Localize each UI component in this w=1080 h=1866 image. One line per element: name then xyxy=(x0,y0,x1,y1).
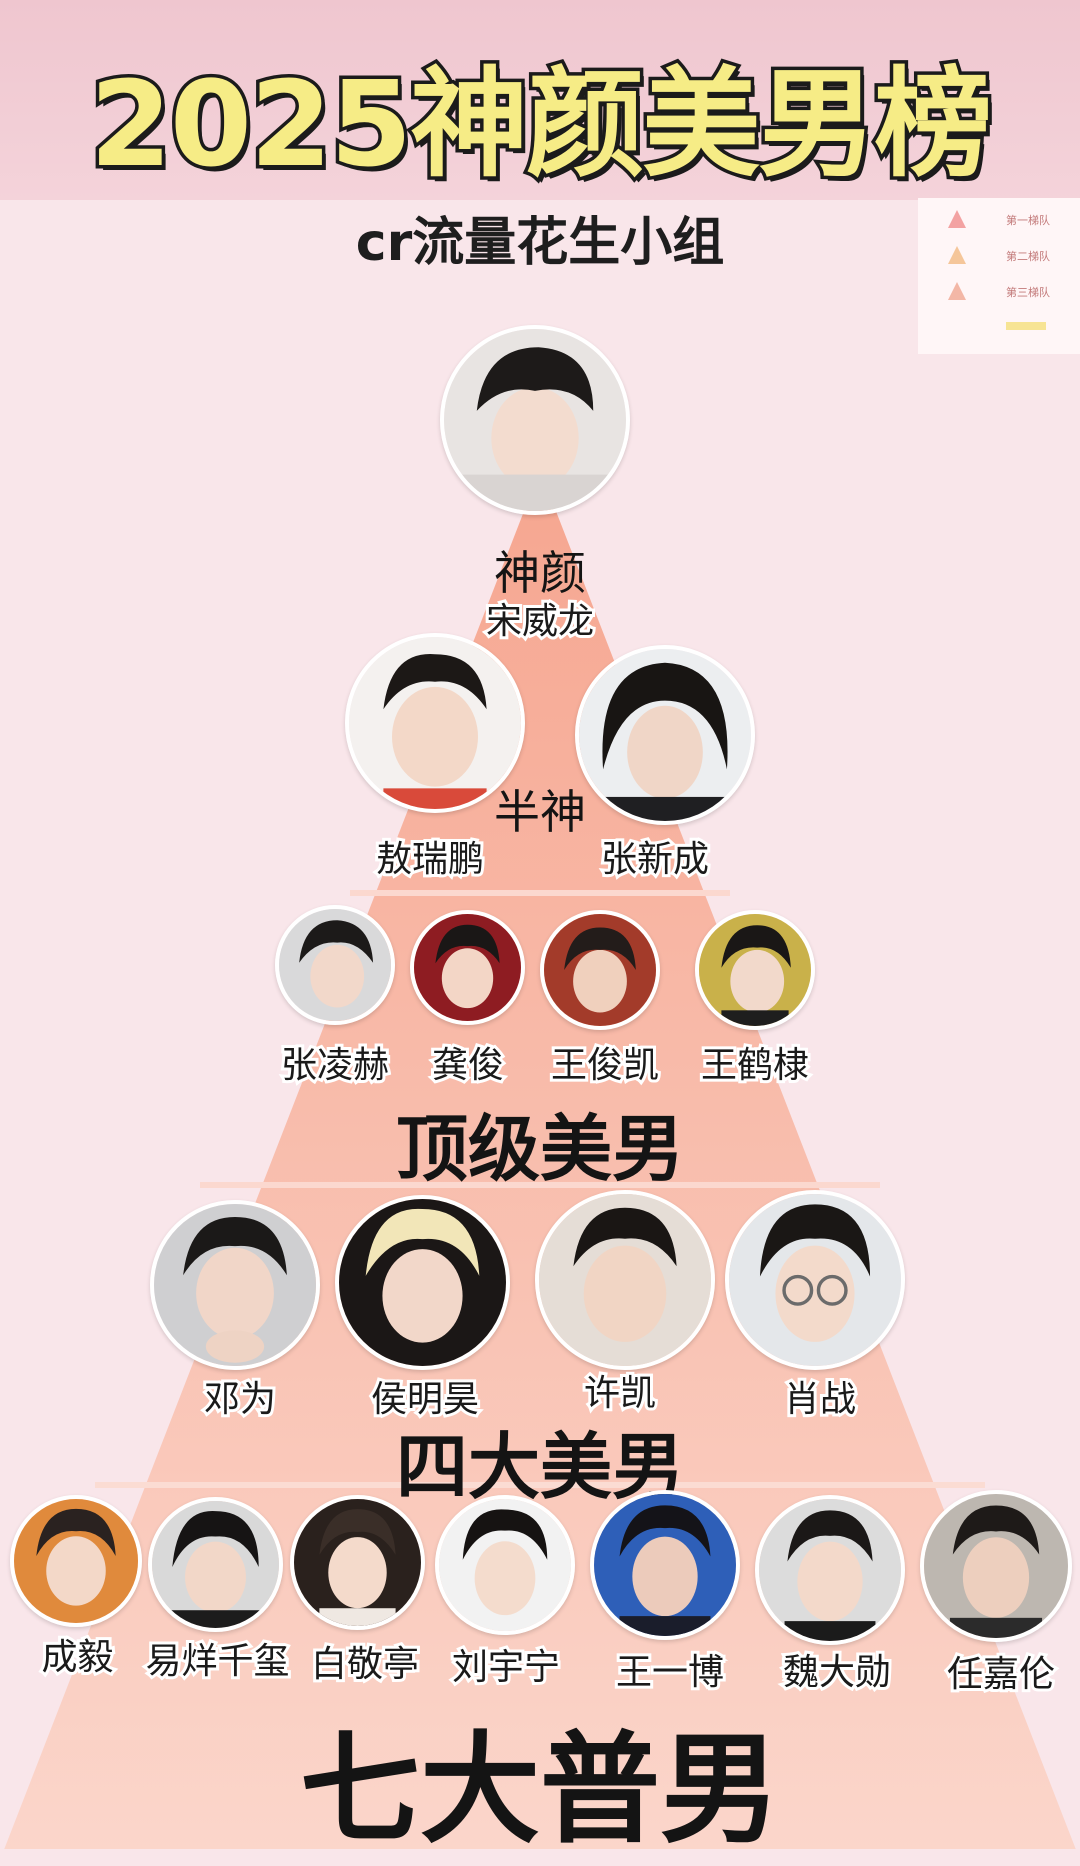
avatar xyxy=(725,1190,905,1370)
legend: 第一梯队 第二梯队 第三梯队 xyxy=(918,198,1080,354)
person-name: 王一博 xyxy=(613,1649,727,1696)
person-name: 邓为 xyxy=(201,1376,279,1423)
legend-label: 第一梯队 xyxy=(1006,214,1050,227)
avatar xyxy=(335,1195,510,1370)
person-name: 龚俊 xyxy=(429,1042,507,1089)
person-name: 张新成 xyxy=(598,836,712,883)
avatar xyxy=(540,910,660,1030)
title-band xyxy=(0,0,1080,200)
avatar xyxy=(435,1495,575,1635)
person-name: 白敬亭 xyxy=(308,1641,422,1688)
avatar xyxy=(150,1200,320,1370)
person-name: 许凯 xyxy=(581,1370,659,1417)
tier-label: 神颜 xyxy=(494,546,586,600)
legend-triangle-icon xyxy=(948,246,966,264)
person-name: 宋威龙 xyxy=(483,598,597,645)
avatar xyxy=(755,1495,905,1645)
person-name: 魏大勋 xyxy=(780,1649,894,1696)
avatar xyxy=(575,645,755,825)
legend-label: 第二梯队 xyxy=(1006,250,1050,263)
avatar xyxy=(345,633,525,813)
avatar xyxy=(440,325,630,515)
legend-triangle-icon xyxy=(948,282,966,300)
tier-label: 半神 xyxy=(494,785,586,839)
page-title: 2025神颜美男榜 xyxy=(86,52,995,197)
avatar xyxy=(590,1490,740,1640)
tier-label: 七大普男 xyxy=(300,1721,780,1860)
person-name: 敖瑞鹏 xyxy=(373,836,487,883)
page-subtitle: cr流量花生小组 xyxy=(355,213,725,273)
avatar xyxy=(10,1495,142,1627)
person-name: 成毅 xyxy=(38,1634,116,1681)
person-name: 刘宇宁 xyxy=(449,1644,563,1691)
person-name: 张凌赫 xyxy=(278,1042,392,1089)
avatar xyxy=(410,910,525,1025)
legend-label: 第三梯队 xyxy=(1006,286,1050,299)
person-name: 肖战 xyxy=(781,1376,859,1423)
person-name: 王俊凯 xyxy=(548,1042,662,1089)
person-name: 任嘉伦 xyxy=(944,1651,1058,1698)
avatar xyxy=(920,1490,1072,1642)
tier-label: 顶级美男 xyxy=(395,1107,684,1191)
avatar xyxy=(275,905,395,1025)
avatar xyxy=(148,1497,283,1632)
avatar xyxy=(695,910,815,1030)
legend-triangle-icon xyxy=(948,210,966,228)
person-name: 易烊千玺 xyxy=(142,1638,292,1685)
person-name: 王鹤棣 xyxy=(698,1042,812,1089)
avatar xyxy=(535,1190,715,1370)
legend-highlight xyxy=(1006,322,1046,330)
avatar xyxy=(290,1495,425,1630)
person-name: 侯明昊 xyxy=(368,1376,482,1423)
